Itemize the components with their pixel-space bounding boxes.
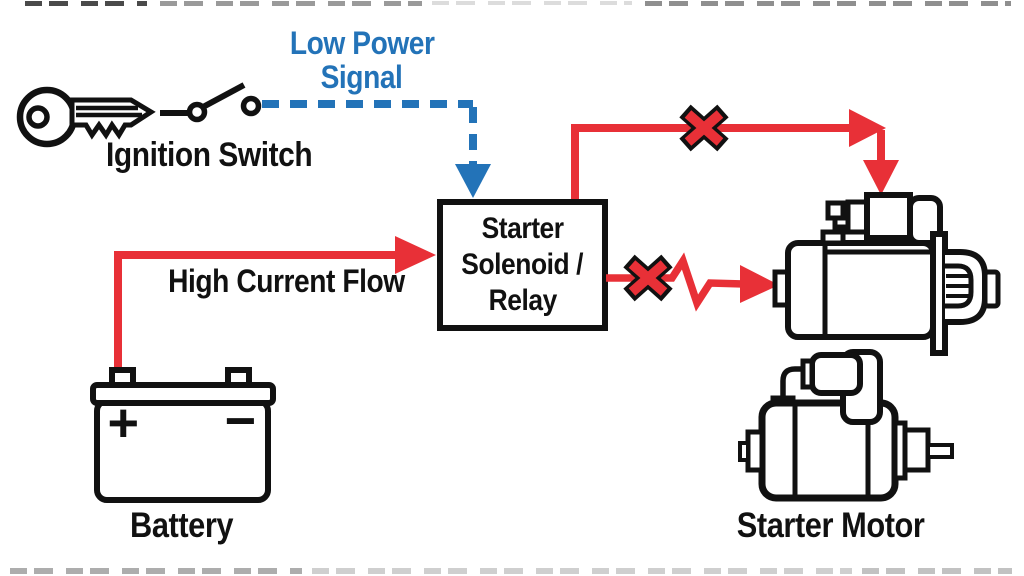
starter-motor-label: Starter Motor <box>737 506 925 545</box>
solenoid-box-line: Relay <box>488 284 557 317</box>
broken-path-solenoid-arrow <box>606 252 779 312</box>
battery-plus-sign: + <box>107 393 139 453</box>
low-power-signal-arrow <box>262 100 491 198</box>
broken-path-top-arrow <box>571 109 899 199</box>
noise-strip <box>645 1 1011 6</box>
print-noise-top <box>0 0 1024 7</box>
key-icon <box>16 86 156 148</box>
solenoid-box-line: Solenoid / <box>461 248 584 281</box>
noise-strip <box>160 1 422 6</box>
battery-label: Battery <box>130 506 234 545</box>
noise-strip <box>25 1 147 6</box>
high-current-arrow <box>114 236 436 374</box>
noise-strip <box>432 1 632 5</box>
starter-motor-icon <box>738 349 954 502</box>
high-current-flow-label: High Current Flow <box>168 263 405 299</box>
noise-strip <box>862 568 1012 574</box>
fault-x-icon <box>623 254 673 302</box>
noise-strip <box>10 568 302 574</box>
print-noise-bottom <box>0 567 1024 576</box>
switch-contact-icon <box>160 82 262 123</box>
noise-strip <box>312 568 852 574</box>
ignition-switch-label: Ignition Switch <box>106 136 313 174</box>
low-power-signal-label: Low Power Signal <box>289 25 435 95</box>
battery-icon <box>90 367 276 503</box>
solenoid-box-line: Starter <box>481 212 564 245</box>
fault-x-icon <box>679 104 729 152</box>
battery-minus-sign: − <box>224 391 256 451</box>
starter-motor-icon <box>772 192 1001 356</box>
solenoid-relay-box: Starter Solenoid / Relay <box>437 199 608 331</box>
